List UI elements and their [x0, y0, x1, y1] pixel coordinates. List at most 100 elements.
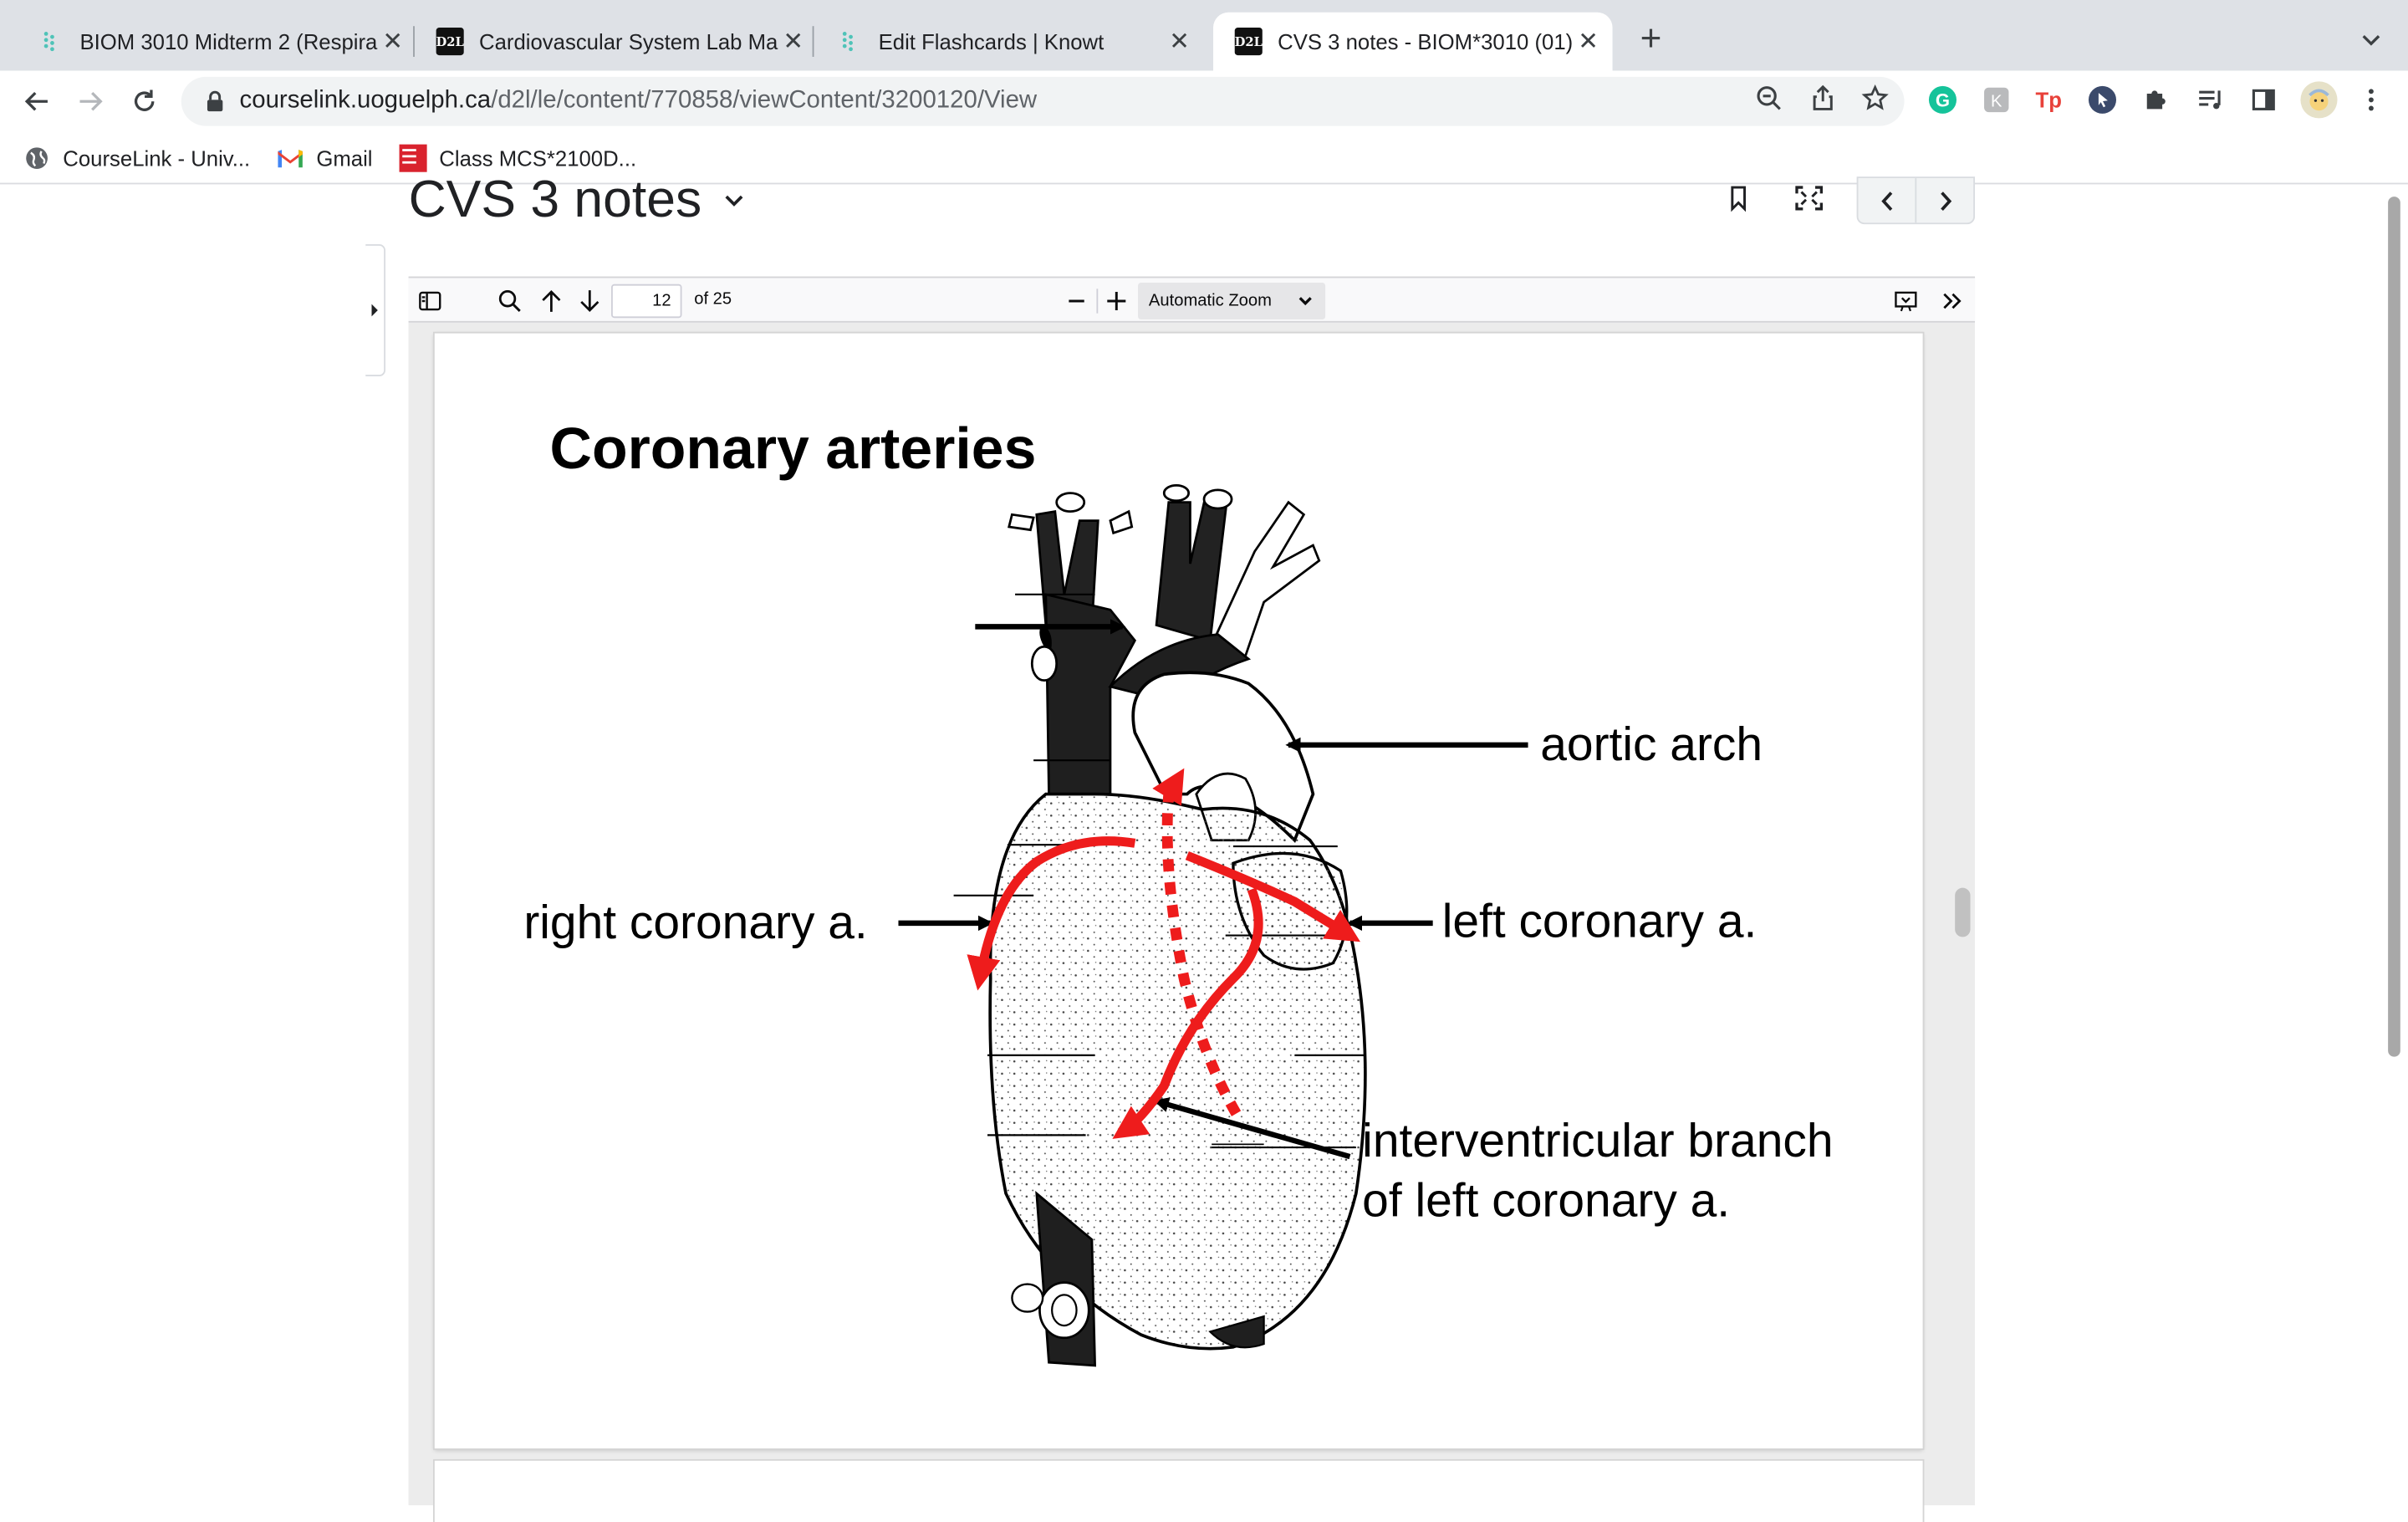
tools-menu-button[interactable]: [1936, 286, 1967, 317]
extension-k-icon[interactable]: K: [1981, 84, 2012, 115]
close-icon[interactable]: ✕: [783, 28, 804, 56]
page-scrollbar-thumb[interactable]: [2388, 197, 2400, 1057]
grammarly-icon[interactable]: G: [1927, 84, 1958, 115]
url-path: /d2l/le/content/770858/viewContent/32001…: [491, 87, 1038, 114]
reading-list-icon[interactable]: [2195, 84, 2226, 115]
bookmark-star-icon[interactable]: [1860, 83, 1890, 114]
side-panel-icon[interactable]: [2248, 84, 2279, 115]
page-scrollbar[interactable]: [2385, 197, 2402, 1057]
gmail-icon: [277, 145, 304, 172]
tab-biom-midterm[interactable]: BIOM 3010 Midterm 2 (Respira ✕: [15, 13, 411, 71]
content-title-dropdown[interactable]: CVS 3 notes: [409, 171, 748, 231]
tab-title: Edit Flashcards | Knowt: [878, 28, 1105, 54]
pdf-search-button[interactable]: [494, 286, 525, 317]
toolbar-separator: [1096, 289, 1099, 314]
previous-page-button[interactable]: [536, 286, 567, 317]
tab-cardiovascular-lab[interactable]: D2L Cardiovascular System Lab Ma ✕: [415, 13, 811, 71]
interventricular-path: [1112, 887, 1263, 1139]
knowt-icon: [835, 28, 863, 55]
browser-toolbar: courselink.uoguelph.ca/d2l/le/content/77…: [0, 70, 2408, 132]
plus-icon: [1107, 291, 1126, 311]
svg-text:Tp: Tp: [2036, 89, 2062, 113]
bookmark-courselink[interactable]: CourseLink - Univ...: [23, 143, 251, 174]
bookmark-gmail[interactable]: Gmail: [277, 143, 373, 174]
arrow-up-icon: [542, 290, 561, 312]
pdf-toolbar: 12 of 25 Automatic Zoom: [408, 276, 1976, 323]
zoom-out-button[interactable]: [1061, 286, 1092, 317]
tab-title: CVS 3 notes - BIOM*3010 (01): [1278, 28, 1574, 54]
forward-button[interactable]: [69, 80, 112, 123]
pdf-scrollbar[interactable]: [1955, 887, 1971, 937]
new-tab-button[interactable]: +: [1640, 18, 1662, 60]
tab-search-button[interactable]: [2353, 22, 2390, 59]
bookmark-class-mcs[interactable]: Class MCS*2100D...: [399, 143, 636, 174]
toggle-sidebar-button[interactable]: [415, 286, 446, 317]
reload-icon: [134, 89, 155, 111]
next-topic-button[interactable]: [1916, 178, 1973, 222]
double-chevron-right-icon: [1943, 293, 1962, 309]
knowt-icon: [37, 28, 64, 55]
label-left-coronary: left coronary a.: [1441, 893, 1758, 948]
page-count: of 25: [694, 290, 732, 309]
zoom-value: Automatic Zoom: [1148, 291, 1272, 311]
url-text[interactable]: courselink.uoguelph.ca/d2l/le/content/77…: [240, 88, 1038, 115]
d2l-badge: D2L: [436, 28, 464, 56]
d2l-badge: D2L: [1235, 28, 1263, 56]
label-interventricular-2: of left coronary a.: [1362, 1173, 1731, 1228]
extension-cursor-icon[interactable]: [2087, 84, 2118, 115]
label-interventricular-1: interventricular branch: [1362, 1113, 1834, 1167]
tab-title: Cardiovascular System Lab Ma: [479, 28, 778, 54]
chevron-down-icon: [1298, 294, 1313, 309]
chevron-right-icon: [1940, 191, 1951, 211]
sidebar-icon: [419, 291, 441, 311]
next-page-button[interactable]: [574, 286, 605, 317]
tab-title: BIOM 3010 Midterm 2 (Respira: [79, 28, 378, 54]
chevron-down-icon: [723, 188, 747, 212]
fullscreen-icon[interactable]: [1788, 183, 1830, 214]
bookmark-label: Gmail: [316, 146, 373, 171]
zoom-select[interactable]: Automatic Zoom: [1138, 282, 1326, 320]
zoom-in-button[interactable]: [1101, 286, 1132, 317]
tab-edit-flashcards[interactable]: Edit Flashcards | Knowt ✕: [814, 13, 1210, 71]
extension-tp-icon[interactable]: Tp: [2033, 84, 2064, 115]
label-aortic-arch: aortic arch: [1540, 717, 1763, 772]
chevron-down-icon: [2362, 34, 2380, 46]
url-host: courselink.uoguelph.ca: [239, 87, 492, 114]
arrow-right-icon: [79, 91, 103, 111]
tab-strip: BIOM 3010 Midterm 2 (Respira ✕ D2L Cardi…: [0, 0, 2408, 71]
venous-return-dotted: [1152, 768, 1242, 1116]
presentation-mode-button[interactable]: [1890, 286, 1921, 317]
extensions-puzzle-icon[interactable]: [2140, 84, 2171, 115]
avatar[interactable]: [2300, 81, 2338, 119]
share-icon[interactable]: [1808, 83, 1839, 114]
svg-text:K: K: [1991, 93, 2002, 111]
previous-topic-button[interactable]: [1858, 178, 1917, 223]
chevron-left-icon: [1880, 191, 1892, 211]
right-coronary-path: [967, 836, 1136, 991]
address-bar[interactable]: courselink.uoguelph.ca/d2l/le/content/77…: [181, 76, 1905, 126]
bookmark-icon[interactable]: [1717, 183, 1759, 214]
tab-cvs3-notes[interactable]: D2L CVS 3 notes - BIOM*3010 (01) ✕: [1213, 12, 1613, 71]
heart-illustration: [953, 484, 1367, 1367]
zoom-icon[interactable]: [1754, 83, 1785, 114]
topic-pager: [1856, 176, 1976, 225]
back-button[interactable]: [15, 80, 58, 123]
reload-button[interactable]: [123, 80, 166, 123]
tab-separator: [413, 26, 415, 57]
arrow-left-icon: [24, 91, 48, 111]
more-menu-icon[interactable]: [2356, 84, 2387, 115]
close-icon[interactable]: ✕: [1578, 28, 1599, 56]
pdf-page: Coronary arteries aortic arch right coro…: [434, 333, 1923, 1449]
bookmark-label: CourseLink - Univ...: [63, 146, 251, 171]
left-coronary-path: [1185, 850, 1361, 942]
sidebar-toggle[interactable]: [365, 244, 386, 376]
page-title: CVS 3 notes: [408, 170, 702, 229]
presentation-icon: [1895, 291, 1917, 312]
page-content: CVS 3 notes: [0, 171, 2408, 1522]
page-number-input[interactable]: 12: [611, 283, 682, 319]
close-icon[interactable]: ✕: [1169, 28, 1190, 56]
close-icon[interactable]: ✕: [382, 28, 404, 56]
lock-icon[interactable]: [202, 89, 227, 114]
globe-icon: [23, 145, 51, 172]
svg-text:G: G: [1936, 90, 1950, 111]
